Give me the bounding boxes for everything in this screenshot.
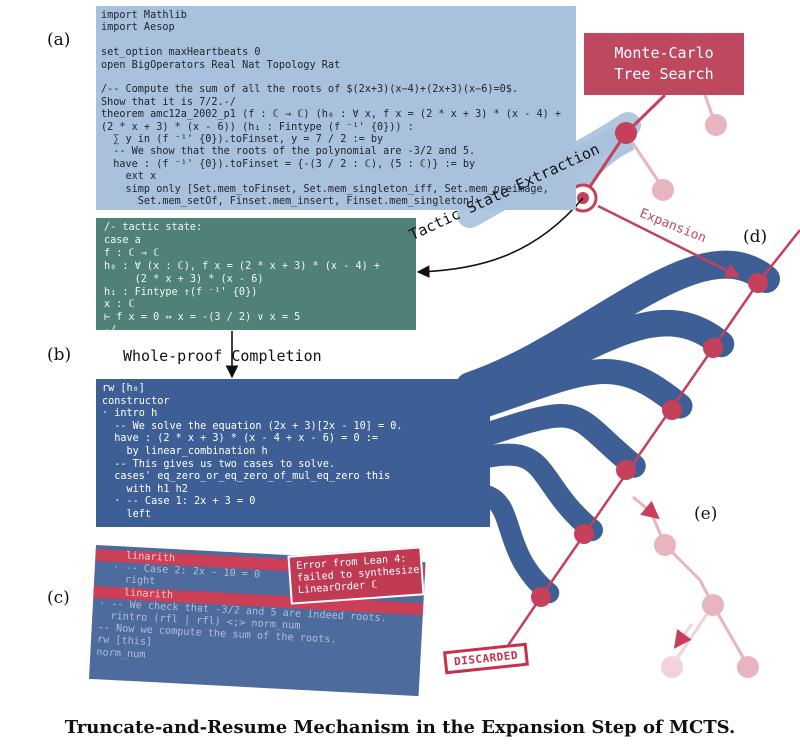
code-b-line: left: [102, 508, 152, 520]
tactic-state-line: /- tactic state:: [104, 222, 203, 233]
tree-node: [615, 122, 637, 144]
code-b-line: with h1 h2: [102, 483, 188, 495]
code-b-line: constructor: [102, 395, 170, 407]
expansion-node: [703, 338, 723, 358]
code-b-line: rw [h₀]: [102, 383, 145, 394]
tree-node: [661, 656, 683, 678]
panel-label-b: (b): [47, 345, 72, 365]
tactic-state-line: x : ℂ: [104, 299, 135, 311]
expansion-chain-edge: [503, 596, 543, 651]
tree-node: [705, 114, 727, 136]
tree-edge: [624, 132, 665, 189]
code-a-line: /-- Compute the sum of all the roots of …: [101, 84, 519, 96]
code-b-line: · -- Case 1: 2x + 3 = 0: [102, 496, 256, 508]
tactic-state-line: -/: [104, 325, 408, 330]
completion-ribbon: [458, 404, 646, 478]
code-a-line: Show that it is 7/2.-/: [101, 96, 236, 108]
tactic-state-line: f : ℂ → ℂ: [104, 247, 160, 259]
code-a-line: ext x: [101, 171, 157, 183]
expansion-node: [662, 400, 682, 420]
expansion-chain-edge: [539, 282, 760, 598]
code-a-line: open BigOperators Real Nat Topology Rat: [101, 59, 341, 71]
tactic-state-line: case a: [104, 234, 141, 246]
expansion-chain-edge: [757, 229, 800, 284]
tactic-state-line: (2 * x + 3) * (x - 6): [104, 273, 264, 285]
code-a-line: simp only [Set.mem_toFinset, Set.mem_sin…: [101, 183, 549, 195]
completion-ribbon: [456, 309, 735, 412]
proof-completion-box-b: rw [h₀]constructor· intro h -- We solve …: [96, 379, 490, 527]
tree-node: [652, 179, 674, 201]
code-b-line: -- We solve the equation (2x + 3)[2x - 1…: [102, 420, 403, 432]
tactic-state-line: h₀ : ∀ (x : ℂ), f x = (2 * x + 3) * (x -…: [104, 260, 381, 272]
faint-expansion-arrow: [632, 495, 660, 520]
tree-node: [702, 594, 724, 616]
expansion-node: [616, 460, 636, 480]
faint-expansion-arrow: [673, 623, 694, 649]
mcts-title-line-1: Monte-Carlo: [614, 44, 714, 62]
tree-layer: [503, 93, 800, 678]
code-a-line: have : (f ⁻¹' {0}).toFinset = {-(3 / 2 :…: [101, 158, 476, 170]
code-a-line: import Mathlib: [101, 10, 187, 21]
panel-label-a: (a): [47, 30, 71, 50]
tactic-state-line: ⊢ f x = 0 ↔ x = -(3 / 2) ∨ x = 5: [104, 312, 301, 324]
code-a-line: ∑ y in (f ⁻¹' {0}).toFinset, y = 7 / 2 :…: [101, 134, 384, 146]
code-a-line: theorem amc12a_2002_p1 (f : ℂ → ℂ) (h₀ :…: [101, 109, 562, 121]
code-a-line: import Aesop: [101, 22, 175, 34]
panel-label-e: (e): [694, 504, 718, 524]
tree-node: [737, 656, 759, 678]
tactic-state-extraction-arrow: [416, 197, 584, 279]
panel-label-d: (d): [743, 227, 768, 247]
tree-edge: [670, 604, 715, 667]
panel-label-c: (c): [47, 588, 70, 608]
code-a-line: [101, 35, 571, 47]
arrow-layer: [225, 197, 741, 649]
code-a-line: -- We show that the roots of the polynom…: [101, 146, 476, 158]
figure-caption: Truncate-and-Resume Mechanism in the Exp…: [64, 717, 736, 738]
whole-proof-completion-label: Whole-proof Completion: [123, 347, 322, 365]
code-b-line: · intro h: [102, 408, 158, 420]
expansion-arrow: [597, 204, 741, 278]
expansion-node: [531, 587, 551, 607]
tree-node: [654, 534, 676, 556]
tactic-state-line: h₁ : Fintype ↑(f ⁻¹' {0}): [104, 286, 258, 298]
code-b-line: cases' eq_zero_or_eq_zero_of_mul_eq_zero…: [102, 471, 391, 483]
mcts-title-line-2: Tree Search: [614, 65, 714, 83]
mcts-title-box: Monte-Carlo Tree Search: [584, 33, 744, 95]
code-a-line: [101, 72, 571, 84]
completion-ribbon: [457, 358, 693, 423]
code-a-line: Set.mem_setOf, Finset.mem_insert, Finset…: [101, 196, 476, 208]
code-b-line: by linear_combination h: [102, 445, 268, 457]
code-b-line: have : (2 * x + 3) * (x - 4 + x - 6) = 0…: [102, 433, 379, 445]
expansion-node: [748, 273, 768, 293]
tree-edge: [711, 604, 750, 667]
code-a-line: set_option maxHeartbeats 0: [101, 47, 261, 59]
code-b-line: -- This gives us two cases to solve.: [102, 458, 336, 470]
expansion-node: [574, 524, 594, 544]
code-a-line: (2 * x + 3) * (x - 6)) (h₁ : Fintype (f …: [101, 121, 414, 133]
